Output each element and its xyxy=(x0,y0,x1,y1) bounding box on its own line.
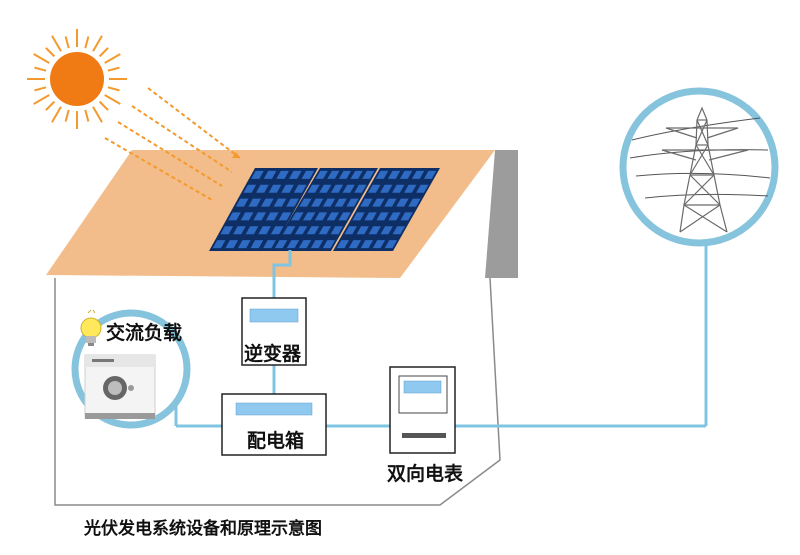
solar-panel xyxy=(271,168,378,251)
washing-machine-icon xyxy=(84,354,156,419)
inverter-box xyxy=(241,297,307,366)
roof-side xyxy=(485,150,518,278)
ac-load-label: 交流负载 xyxy=(106,322,183,344)
distribution-box-label: 配电箱 xyxy=(247,430,305,452)
solar-panel xyxy=(209,168,318,251)
distribution-box xyxy=(221,393,327,456)
wires xyxy=(174,245,708,428)
inverter-label: 逆变器 xyxy=(244,343,302,365)
light-bulb-icon xyxy=(80,309,102,346)
bidirectional-meter xyxy=(389,366,456,454)
diagram-caption: 光伏发电系统设备和原理示意图 xyxy=(84,519,322,539)
sun-rays xyxy=(104,87,241,201)
solar-panel-array xyxy=(209,168,440,251)
solar-panel xyxy=(333,168,440,251)
sun-icon xyxy=(27,29,127,129)
grid-callout xyxy=(619,87,779,247)
bidirectional-meter-label: 双向电表 xyxy=(387,463,464,485)
house-wall-outline xyxy=(54,277,501,506)
power-tower-icon xyxy=(661,106,749,233)
ac-load-callout xyxy=(71,309,191,429)
